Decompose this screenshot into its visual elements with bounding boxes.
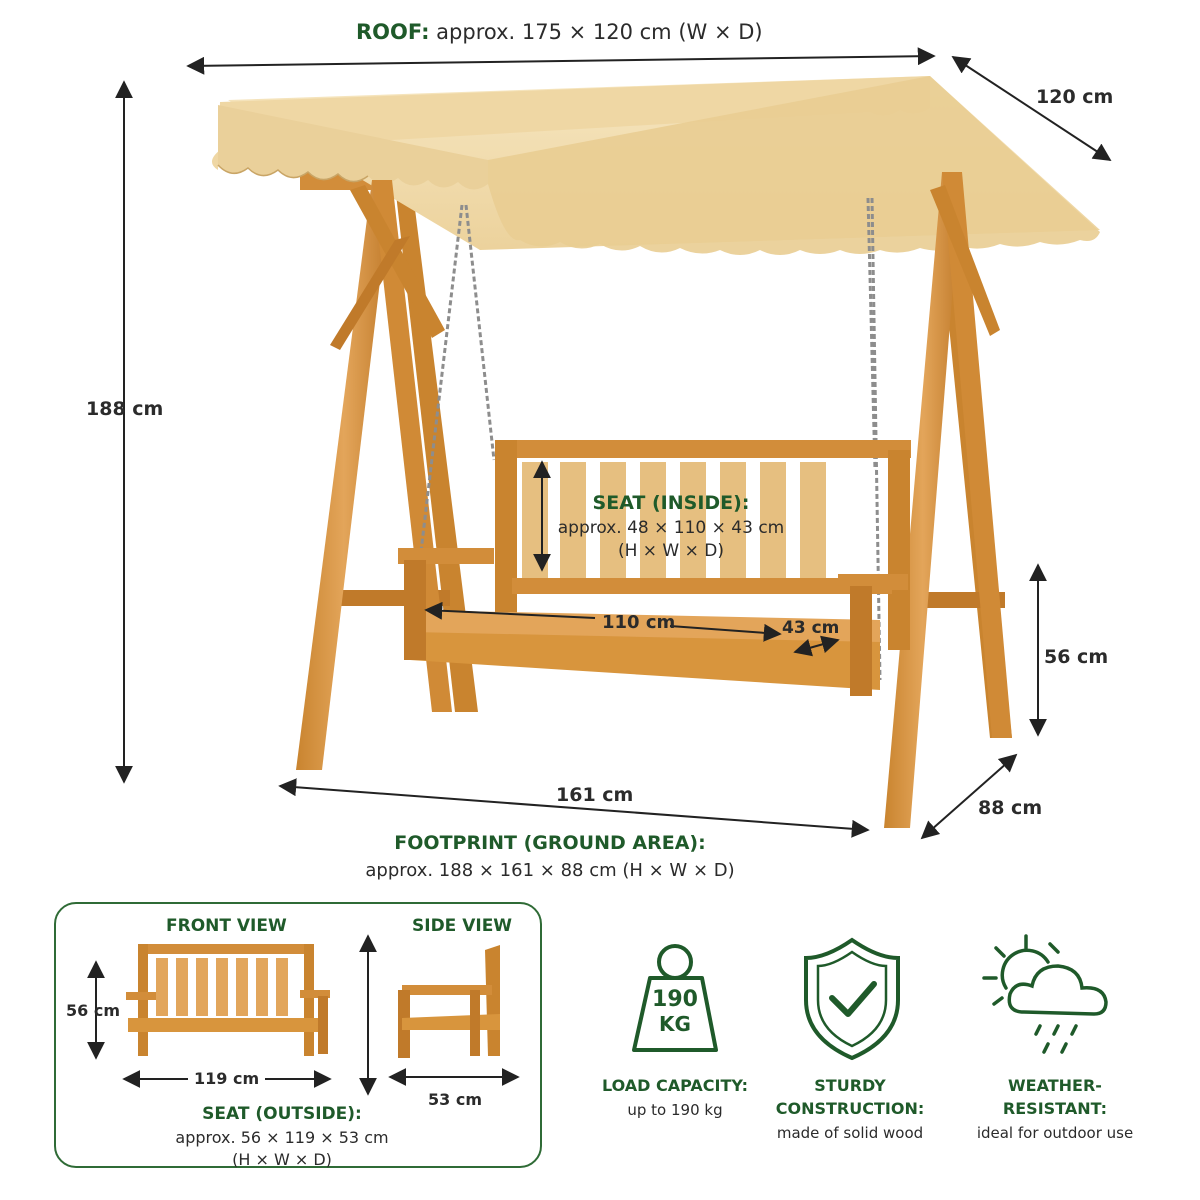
front-view-title: FRONT VIEW (166, 916, 287, 936)
chains (418, 197, 882, 681)
front-height-label: 56 cm (66, 1001, 120, 1020)
footprint-heading: FOOTPRINT (GROUND AREA): (394, 832, 706, 854)
side-view-drawing (398, 945, 500, 1058)
feature-weather-desc: ideal for outdoor use (976, 1124, 1134, 1142)
seat-outside-label: SEAT (OUTSIDE): approx. 56 × 119 × 53 cm… (132, 1104, 432, 1169)
views-panel (54, 902, 542, 1168)
footprint-label: FOOTPRINT (GROUND AREA): approx. 188 × 1… (300, 832, 800, 881)
seat-outside-heading: SEAT (OUTSIDE): (202, 1104, 362, 1124)
roof-text: approx. 175 × 120 cm (W × D) (436, 20, 763, 44)
feature-sturdy-construction: STURDY CONSTRUCTION: made of solid wood (760, 1076, 940, 1142)
footprint-text: approx. 188 × 161 × 88 cm (H × W × D) (365, 860, 735, 881)
height-label: 188 cm (86, 398, 164, 420)
seat-inside-line1: approx. 48 × 110 × 43 cm (557, 518, 785, 538)
feature-sturdy-title1: STURDY (814, 1076, 886, 1095)
ground-width-label: 161 cm (556, 784, 634, 806)
roof-depth-label: 120 cm (1036, 86, 1114, 108)
front-frame-left (296, 180, 452, 770)
front-frame-right (884, 172, 1012, 828)
seat-outside-line1: approx. 56 × 119 × 53 cm (175, 1128, 389, 1147)
seat-width-label: 110 cm (602, 612, 676, 633)
bench (398, 440, 911, 696)
feature-load-capacity: LOAD CAPACITY: up to 190 kg (580, 1076, 770, 1119)
feature-weather-title2: RESISTANT: (1002, 1099, 1108, 1118)
roof-heading: ROOF: (356, 20, 430, 44)
ground-depth-label: 88 cm (978, 797, 1043, 819)
side-view-title: SIDE VIEW (412, 916, 513, 936)
front-width-label: 119 cm (194, 1069, 260, 1088)
seat-inside-label: SEAT (INSIDE): approx. 48 × 110 × 43 cm … (540, 492, 802, 561)
side-depth-label: 53 cm (428, 1090, 482, 1109)
seat-height-label: 56 cm (1044, 646, 1109, 668)
feature-weather-title1: WEATHER- (1008, 1076, 1102, 1095)
front-view-drawing (126, 944, 330, 1056)
feature-load-title: LOAD CAPACITY: (602, 1076, 748, 1095)
weight-badge-unit: KG (659, 1012, 691, 1036)
seat-outside-line2: (H × W × D) (232, 1150, 332, 1169)
view-dimension-lines (87, 934, 520, 1096)
seat-depth-label: 43 cm (782, 618, 840, 638)
weight-badge: 190 KG (645, 987, 705, 1037)
weather-icon (982, 934, 1108, 1054)
shield-check-icon (804, 937, 900, 1061)
dimension-lines (115, 47, 1112, 840)
feature-sturdy-desc: made of solid wood (776, 1124, 924, 1142)
weight-badge-number: 190 (652, 987, 698, 1012)
roof-dimension-label: ROOF: approx. 175 × 120 cm (W × D) (356, 20, 763, 44)
seat-inside-heading: SEAT (INSIDE): (592, 492, 750, 514)
weight-icon (632, 944, 718, 1052)
seat-inside-line2: (H × W × D) (617, 541, 725, 561)
feature-load-desc: up to 190 kg (627, 1101, 723, 1119)
feature-weather-resistant: WEATHER- RESISTANT: ideal for outdoor us… (960, 1076, 1150, 1142)
feature-sturdy-title2: CONSTRUCTION: (775, 1099, 925, 1118)
